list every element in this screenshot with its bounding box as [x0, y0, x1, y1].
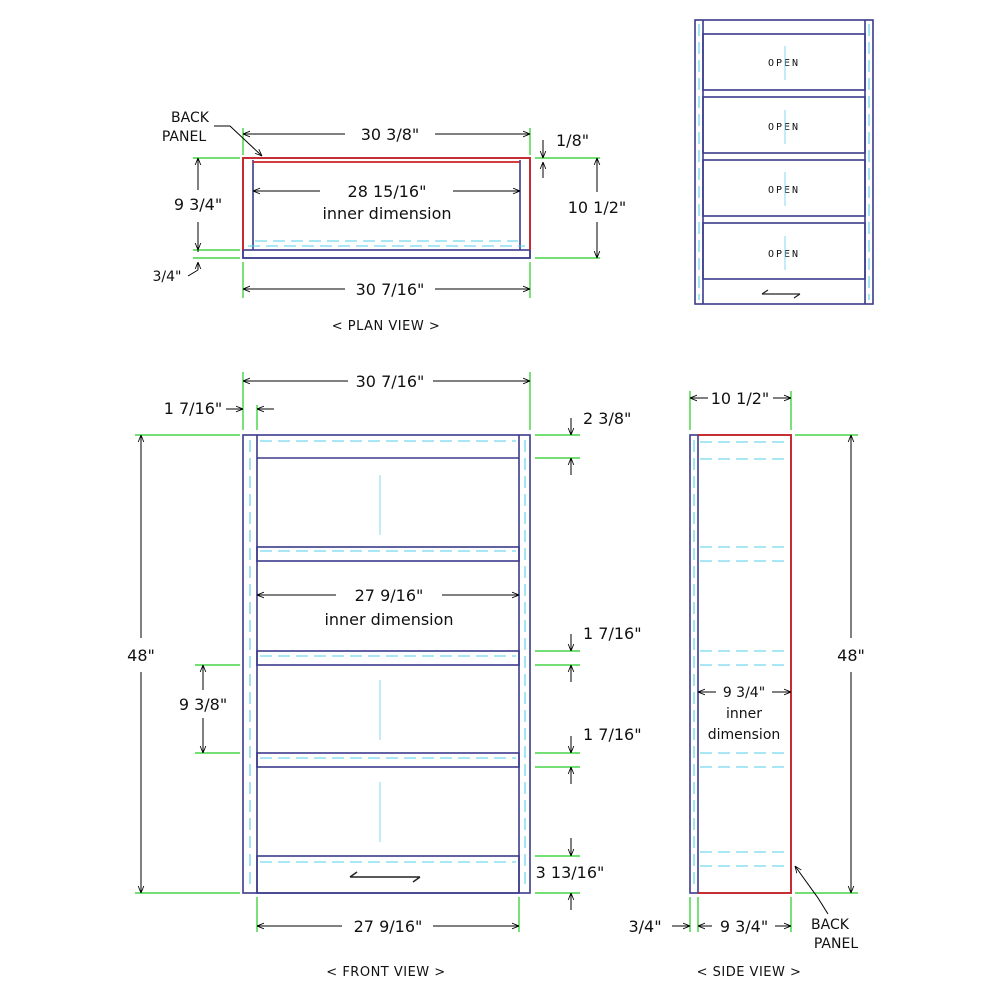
handle-icon	[349, 871, 421, 883]
plan-back-panel-label-1: BACK	[171, 110, 210, 126]
plan-front-thickness-label: 3/4"	[153, 269, 182, 285]
drawer-1[interactable]	[702, 33, 866, 91]
side-inner-label-1: inner	[726, 706, 762, 722]
plan-overall-depth-label: 10 1/2"	[568, 198, 627, 217]
front-shelf-1	[256, 546, 520, 562]
plan-back-panel	[242, 157, 531, 250]
front-top-rail-label: 2 3/8"	[583, 409, 631, 428]
dim-leader	[187, 269, 199, 277]
front-inner-dimension-label: inner dimension	[324, 610, 453, 629]
front-view-title: < FRONT VIEW >	[326, 965, 445, 980]
drawer-front-view: OPEN OPEN OPEN OPEN	[694, 19, 874, 305]
plan-top-width-label: 30 3/8"	[361, 125, 420, 144]
plan-view: 30 3/8" BACK PANEL 1/8" 9 3/4" 10 1/2" 2…	[153, 110, 627, 334]
side-overall-depth-label: 10 1/2"	[711, 389, 770, 408]
side-overall-height-label: 48"	[837, 646, 865, 665]
side-back-panel-label-1: BACK	[811, 917, 850, 933]
side-back-panel-leader	[795, 866, 829, 915]
drawer-open-label: OPEN	[768, 249, 800, 260]
front-shelf-thickness-1-label: 1 7/16"	[583, 624, 642, 643]
drawer-open-label: OPEN	[768, 185, 800, 196]
drawer-cabinet-outline	[694, 19, 874, 305]
front-overall-height-label: 48"	[127, 646, 155, 665]
side-view-title: < SIDE VIEW >	[697, 965, 802, 980]
front-view: 30 7/16" 1 7/16" 2 3/8" 48" 27 9/16" inn…	[127, 372, 642, 980]
front-bottom-inner-width-label: 27 9/16"	[354, 917, 423, 936]
front-shelf-2	[256, 650, 520, 666]
side-inner-label-2: dimension	[708, 727, 781, 743]
drawer-open-label: OPEN	[768, 122, 800, 133]
front-bottom-rail	[256, 855, 520, 894]
drawer-2[interactable]	[702, 96, 866, 154]
drawer-3[interactable]	[702, 159, 866, 217]
plan-front-board	[242, 249, 531, 259]
plan-view-title: < PLAN VIEW >	[332, 319, 440, 334]
plan-back-panel-label-2: PANEL	[162, 129, 206, 145]
back-panel-leader	[214, 125, 262, 156]
handle-icon	[761, 289, 801, 299]
front-overall-width-label: 30 7/16"	[356, 372, 425, 391]
plan-back-thickness-label: 1/8"	[556, 131, 589, 150]
side-front-thickness-label: 3/4"	[628, 917, 661, 936]
plan-side-depth-label: 9 3/4"	[174, 195, 222, 214]
front-shelf-spacing-label: 9 3/8"	[179, 695, 227, 714]
plan-inner-dimension-label: inner dimension	[322, 204, 451, 223]
side-back-panel-label-2: PANEL	[814, 936, 858, 952]
front-shelf-3	[256, 752, 520, 768]
side-back-panel	[698, 434, 792, 894]
front-shelf-thickness-2-label: 1 7/16"	[583, 725, 642, 744]
drawer-4[interactable]	[702, 222, 866, 280]
plan-overall-width-label: 30 7/16"	[356, 280, 425, 299]
plan-inner-width-label: 28 15/16"	[348, 182, 427, 201]
side-outline	[689, 434, 792, 894]
front-outline	[242, 434, 531, 894]
front-inner-width-label: 27 9/16"	[355, 586, 424, 605]
side-inner-depth-label: 9 3/4"	[723, 685, 765, 701]
front-side-thickness-label: 1 7/16"	[164, 399, 223, 418]
drawer-open-label: OPEN	[768, 58, 800, 69]
side-bottom-depth-label: 9 3/4"	[720, 917, 768, 936]
side-view: 10 1/2" 48" 9 3/4" inner dimension 3/4" …	[628, 389, 864, 980]
front-bottom-rail-label: 3 13/16"	[536, 863, 605, 882]
